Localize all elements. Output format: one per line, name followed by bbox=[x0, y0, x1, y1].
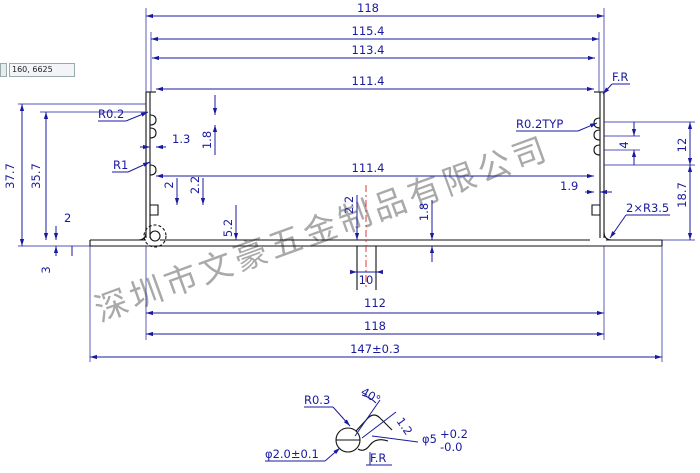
callout-r0-2typ: R0.2TYP bbox=[516, 117, 563, 131]
dim-111-4-mid: 111.4 bbox=[352, 161, 385, 175]
center-slot bbox=[356, 246, 377, 290]
dim-147: 147±0.3 bbox=[350, 342, 400, 356]
dim-12: 12 bbox=[675, 138, 689, 153]
dim-113-4: 113.4 bbox=[352, 43, 385, 57]
detail-phi2: φ2.0±0.1 bbox=[265, 447, 319, 461]
dim-10: 10 bbox=[359, 273, 374, 287]
detail-angle: 40° bbox=[359, 384, 384, 406]
dim-1-9: 1.9 bbox=[560, 179, 578, 193]
dim-4: 4 bbox=[617, 141, 631, 148]
dim-118-bottom: 118 bbox=[364, 319, 386, 333]
dim-2-2-a: 2.2 bbox=[188, 176, 202, 194]
dim-1-8-mid: 1.8 bbox=[417, 203, 431, 221]
dim-1-3: 1.3 bbox=[172, 132, 190, 146]
dim-2-a: 2 bbox=[162, 181, 176, 188]
vertical-dimensions: 37.7 35.7 2 3 1.8 2 2.2 5.2 2.2 1.8 4 12 bbox=[3, 95, 695, 274]
detail-view: R0.3 40° 1.2 φ2.0±0.1 φ5 +0.2 -0.0 F.R bbox=[265, 384, 468, 466]
detail-tol-dn: -0.0 bbox=[440, 440, 462, 454]
dim-118-top: 118 bbox=[357, 1, 379, 15]
callout-fr-top: F.R bbox=[612, 70, 628, 84]
dim-115-4: 115.4 bbox=[352, 24, 385, 38]
coordinate-marker bbox=[0, 63, 7, 77]
callout-r3-5: 2×R3.5 bbox=[626, 201, 669, 215]
detail-len-1-2: 1.2 bbox=[394, 415, 416, 438]
callout-r1: R1 bbox=[113, 158, 128, 172]
callouts: R0.2 R1 F.R R0.2TYP 2×R3.5 bbox=[98, 70, 670, 239]
detail-tol-up: +0.2 bbox=[440, 427, 468, 441]
coordinate-readout: 160, 6625 bbox=[9, 63, 75, 77]
watermark-text: 深圳市文豪五金制品有限公司 bbox=[89, 128, 554, 329]
callout-r0-2: R0.2 bbox=[98, 107, 124, 121]
dim-3: 3 bbox=[39, 266, 53, 273]
dim-112: 112 bbox=[364, 296, 386, 310]
detail-fr: F.R bbox=[370, 451, 386, 465]
detail-phi5: φ5 bbox=[422, 432, 437, 446]
dim-2-left: 2 bbox=[64, 211, 71, 225]
dim-2-2-b: 2.2 bbox=[342, 196, 356, 214]
detail-r0-3: R0.3 bbox=[304, 393, 330, 407]
dim-111-4-top: 111.4 bbox=[352, 74, 385, 88]
horizontal-dimensions: 118 115.4 113.4 111.4 111.4 1.3 1.9 10 1… bbox=[89, 1, 663, 362]
dim-37-7: 37.7 bbox=[3, 163, 17, 189]
dim-1-8-left: 1.8 bbox=[200, 131, 214, 149]
dim-5-2: 5.2 bbox=[221, 219, 235, 237]
dim-35-7: 35.7 bbox=[29, 163, 43, 189]
dim-18-7: 18.7 bbox=[675, 182, 689, 208]
